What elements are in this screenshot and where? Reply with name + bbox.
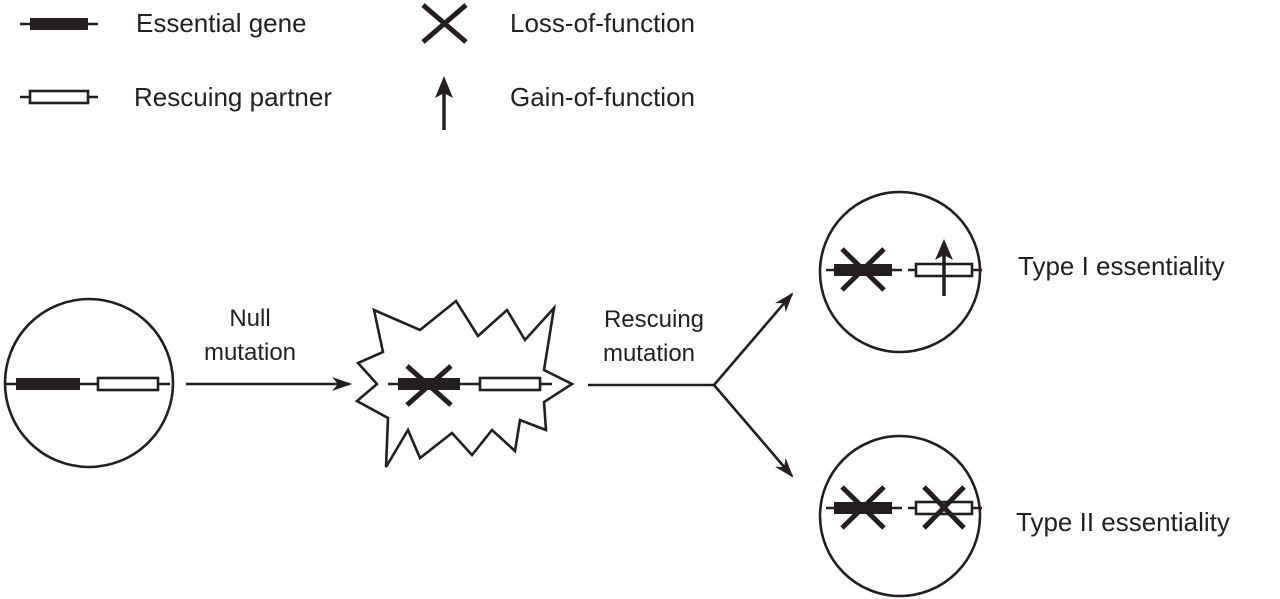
type-i-essentiality-label: Type I essentiality <box>1018 251 1225 281</box>
gain-of-function-label: Gain-of-function <box>510 82 695 112</box>
gain-of-function-icon <box>435 76 453 130</box>
loss-of-function-icon <box>421 3 468 44</box>
essential-gene-symbol <box>6 378 90 390</box>
type-i-cell <box>818 190 982 354</box>
rescuing-partner-symbol <box>90 376 170 392</box>
nonviable-mutant-cell <box>354 299 575 468</box>
essential-gene-label: Essential gene <box>136 8 307 38</box>
rescuing-mutation-arrows <box>588 292 794 478</box>
essential-gene-legend-icon <box>20 18 98 30</box>
null-mutation-label-line1: Null <box>229 305 270 332</box>
loss-of-function-icon <box>840 485 886 530</box>
rescuing-partner-symbol <box>470 376 552 392</box>
null-mutation-label-line2: mutation <box>204 339 296 366</box>
loss-of-function-label: Loss-of-function <box>510 8 695 38</box>
type-ii-essentiality-label: Type II essentiality <box>1016 507 1230 537</box>
rescuing-partner-legend-icon <box>20 89 98 105</box>
legend: Essential gene Rescuing partner Loss-of-… <box>20 3 695 130</box>
rescuing-mutation-label-line1: Rescuing <box>604 306 704 333</box>
loss-of-function-icon <box>405 364 453 407</box>
loss-of-function-icon <box>840 247 886 292</box>
gain-of-function-icon <box>935 239 953 296</box>
wild-type-cell <box>3 297 175 469</box>
rescuing-mutation-label-line2: mutation <box>603 340 695 367</box>
type-ii-cell <box>818 434 982 598</box>
loss-of-function-icon <box>922 485 966 530</box>
rescuing-partner-label: Rescuing partner <box>134 82 332 112</box>
